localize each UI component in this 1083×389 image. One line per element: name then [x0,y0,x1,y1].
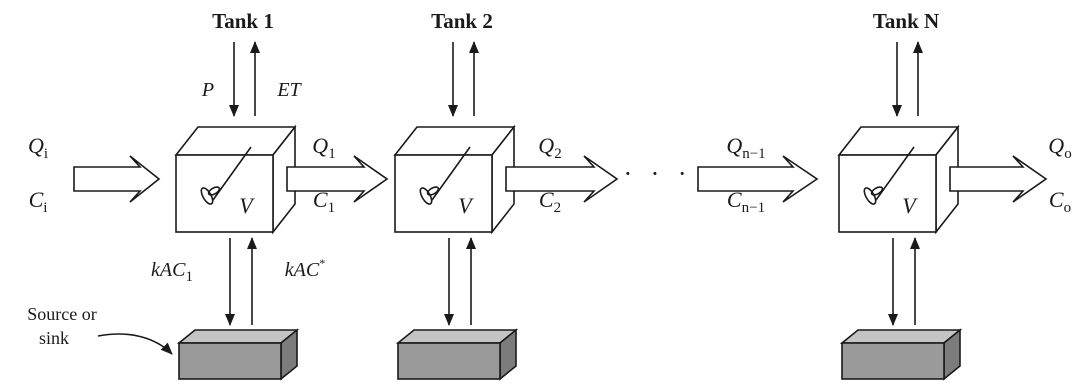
mixer-blade-icon [863,187,877,205]
tank-1-title: Tank 1 [212,9,274,33]
tank-2-top-arrows [448,41,479,117]
inflow-q-label: Qi [28,133,48,162]
outflow-c-label: Co [1049,187,1071,216]
evap-label: ET [276,79,302,101]
flow-n-1-c-label: Cn−1 [727,187,765,216]
tank-n-cube: V [837,124,960,235]
tank-n-title: Tank N [873,9,939,33]
tank-n-volume: V [902,193,918,218]
tank-2-title: Tank 2 [431,9,493,33]
source-sink-block-1 [176,328,300,381]
tank-n-bottom-arrows [888,237,920,326]
flow-1-c-label: C1 [313,187,335,216]
ellipsis: · · · [624,159,693,188]
precip-label: P [201,79,214,101]
source-sink-pointer-arrow [97,333,173,355]
tank-2-volume: V [458,193,474,218]
flow-arrow-2-next [505,155,619,203]
inflow-c-label: Ci [29,187,48,216]
outflow-q-label: Qo [1048,133,1071,162]
source-sink-label-line2: sink [39,328,69,348]
flow-2-q-label: Q2 [538,133,561,162]
flow-n-1-q-label: Qn−1 [726,133,765,162]
mixer-blade-icon [200,187,214,205]
flow-arrow-prev-n [697,155,819,203]
outflow-arrow [949,155,1048,203]
tank-1-volume: V [239,193,255,218]
source-sink-block-2 [395,328,519,381]
tank-1-bottom-arrows [225,237,257,326]
source-sink-block-n [839,328,963,381]
sink-flux-label: kAC1 [151,259,193,285]
inflow-arrow [73,155,161,203]
source-flux-label: kAC* [285,256,325,281]
flow-arrow-1-2 [286,155,389,203]
tank-1-top-arrows [229,41,260,117]
tank-2-cube: V [393,124,516,235]
flow-1-q-label: Q1 [312,133,335,162]
mixer-blade-icon [419,187,433,205]
tank-2-bottom-arrows [444,237,476,326]
flow-2-c-label: C2 [539,187,561,216]
tank-n-top-arrows [892,41,923,117]
source-sink-label-line1: Source or [27,304,96,324]
tank-1-cube: V [174,124,297,235]
